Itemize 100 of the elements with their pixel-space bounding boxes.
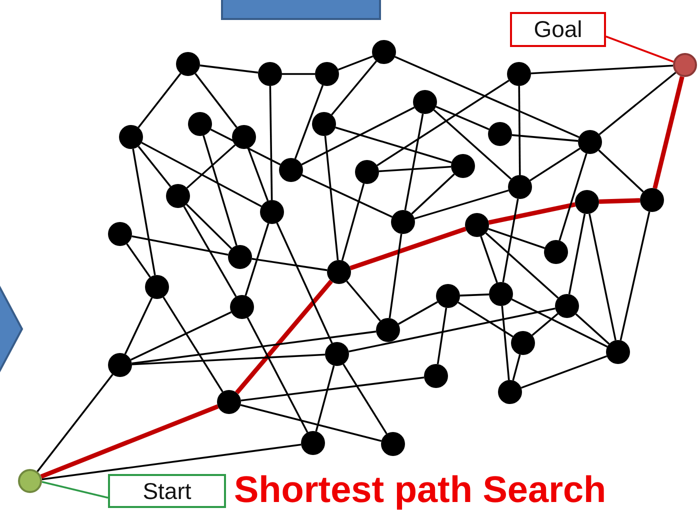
graph-edge bbox=[183, 206, 237, 298]
graph-node bbox=[315, 62, 339, 86]
graph-edge bbox=[575, 313, 610, 345]
graph-node bbox=[606, 340, 630, 364]
graph-node bbox=[424, 364, 448, 388]
graph-node bbox=[166, 184, 190, 208]
graph-node bbox=[279, 158, 303, 182]
graph-edge bbox=[240, 376, 424, 402]
graph-node bbox=[325, 342, 349, 366]
graph-edge bbox=[404, 114, 424, 210]
graph-node bbox=[640, 188, 664, 212]
graph-node bbox=[451, 154, 475, 178]
graph-edge bbox=[294, 84, 324, 160]
graph-edge bbox=[315, 365, 335, 432]
graph-edge bbox=[520, 355, 608, 389]
graph-node bbox=[498, 380, 522, 404]
graph-edge bbox=[132, 330, 376, 364]
graph-edge bbox=[338, 55, 374, 71]
graph-node bbox=[555, 294, 579, 318]
graph-edge bbox=[568, 214, 586, 294]
graph-edge bbox=[502, 198, 519, 282]
endpoint-node bbox=[673, 53, 697, 77]
graph-edge bbox=[138, 146, 172, 188]
graph-edge bbox=[141, 142, 262, 208]
graph-edge bbox=[247, 148, 269, 202]
graph-edge bbox=[488, 228, 545, 249]
graph-node bbox=[188, 112, 212, 136]
graph-edge bbox=[501, 306, 510, 380]
graph-node bbox=[327, 260, 351, 284]
graph-edge bbox=[376, 80, 510, 166]
graph-node bbox=[355, 160, 379, 184]
highlighted-path bbox=[235, 280, 333, 394]
highlighted-path bbox=[40, 404, 219, 479]
graph-edge bbox=[530, 64, 674, 74]
graph-edge bbox=[460, 294, 490, 296]
graph-node bbox=[217, 390, 241, 414]
graph-edge bbox=[458, 302, 514, 338]
chevron-shape bbox=[0, 283, 24, 375]
graph-edge bbox=[282, 73, 315, 75]
graph-node bbox=[232, 125, 256, 149]
graph-edge bbox=[436, 308, 448, 364]
graph-edge bbox=[480, 236, 498, 283]
graph-node bbox=[578, 130, 602, 154]
graph-edge bbox=[378, 166, 452, 172]
graph-node bbox=[391, 210, 415, 234]
graph-edge bbox=[518, 86, 521, 175]
graph-node bbox=[489, 282, 513, 306]
graph-edge bbox=[132, 148, 156, 276]
graph-edge bbox=[512, 134, 578, 142]
graph-edge bbox=[348, 308, 556, 352]
graph-node bbox=[376, 318, 400, 342]
graph-edge bbox=[342, 364, 388, 434]
graph-edge bbox=[132, 354, 326, 366]
graph-edge bbox=[558, 153, 588, 241]
graph-node bbox=[575, 190, 599, 214]
graph-node bbox=[145, 275, 169, 299]
graph-edge bbox=[124, 297, 153, 355]
graph-node bbox=[508, 175, 532, 199]
graph-edge bbox=[330, 60, 378, 116]
graph-node bbox=[108, 353, 132, 377]
graph-edge bbox=[588, 214, 616, 340]
graph-edge bbox=[186, 204, 232, 250]
graph-edge bbox=[130, 311, 232, 361]
graph-edge bbox=[132, 235, 228, 256]
graph-node bbox=[119, 125, 143, 149]
graph-edge bbox=[530, 148, 580, 182]
graph-edge bbox=[436, 106, 490, 130]
graph-edge bbox=[512, 354, 521, 381]
graph-edge bbox=[210, 128, 281, 166]
graph-node bbox=[436, 284, 460, 308]
graph-node bbox=[312, 112, 336, 136]
graph-node bbox=[301, 431, 325, 455]
highlighted-path bbox=[652, 76, 684, 189]
graph-edge bbox=[244, 223, 270, 296]
highlighted-path bbox=[488, 202, 576, 225]
highlighted-path bbox=[598, 198, 640, 204]
graph-edge bbox=[598, 72, 676, 136]
panel-shape bbox=[221, 0, 381, 20]
graph-edge bbox=[411, 174, 455, 214]
highlighted-path bbox=[350, 226, 466, 270]
graph-edge bbox=[388, 234, 402, 318]
graph-edge bbox=[324, 136, 339, 260]
graph-edge bbox=[414, 190, 509, 220]
graph-node bbox=[258, 62, 282, 86]
graph-node bbox=[176, 52, 200, 76]
graph-edge bbox=[126, 243, 151, 278]
graph-node bbox=[465, 213, 489, 237]
graph-edge bbox=[186, 144, 236, 189]
graph-edge bbox=[532, 313, 558, 336]
graph-edge bbox=[138, 72, 182, 128]
graph-node bbox=[488, 122, 512, 146]
graph-edge bbox=[36, 374, 114, 472]
graph-node bbox=[260, 200, 284, 224]
graph-node bbox=[381, 432, 405, 456]
graph-node bbox=[228, 245, 252, 269]
graph-edge bbox=[269, 86, 273, 200]
callout-label: Goal bbox=[510, 12, 606, 47]
graph-edge bbox=[598, 150, 644, 192]
graph-edge bbox=[394, 56, 580, 138]
graph-edge bbox=[162, 296, 224, 392]
